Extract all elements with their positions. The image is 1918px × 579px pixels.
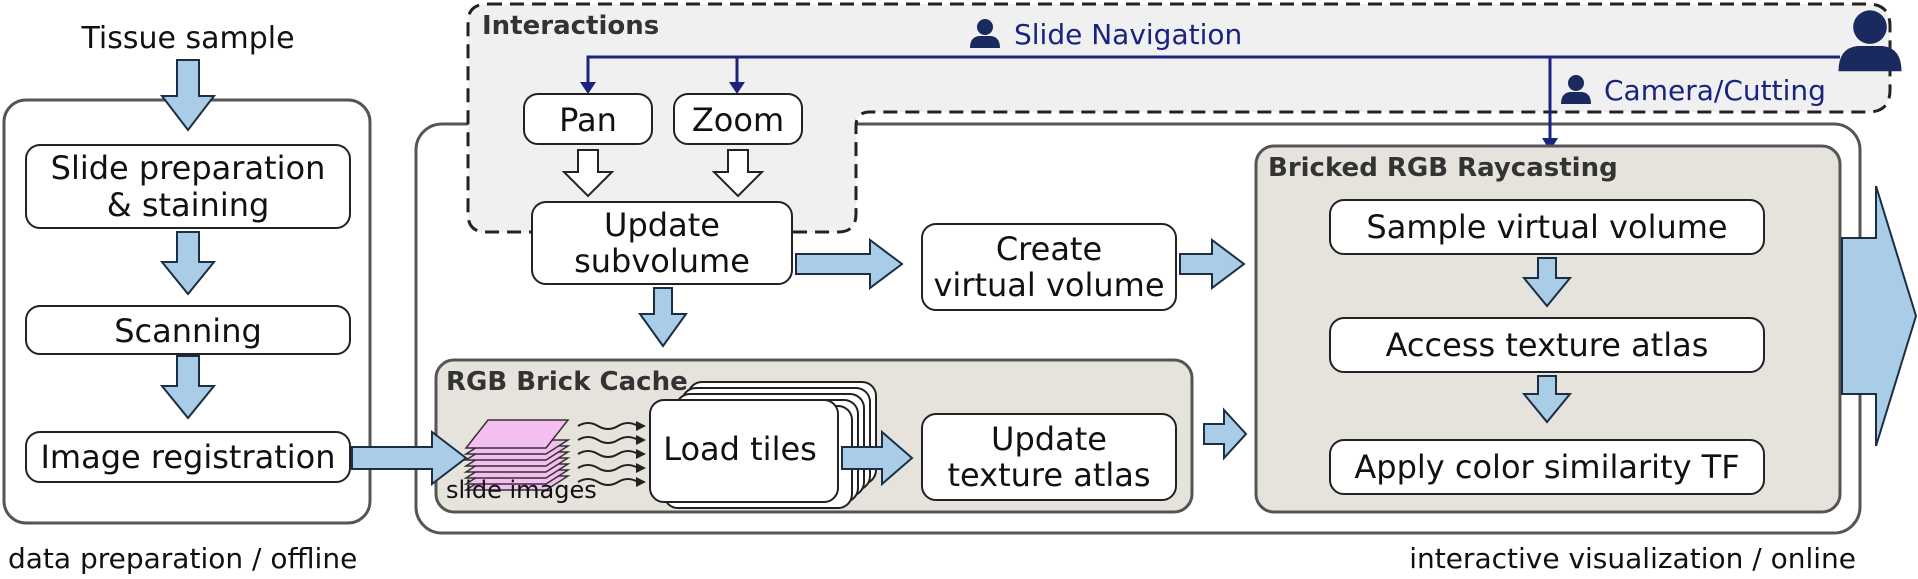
arrow-sample-to-access	[1521, 257, 1573, 308]
box-zoom	[673, 93, 803, 145]
zoom-label: Zoom	[692, 101, 784, 139]
apply-color-similarity-label: Apply color similarity TF	[1354, 448, 1739, 486]
tile-stream-arrowheads	[636, 421, 646, 487]
box-slide-preparation	[25, 144, 351, 229]
camera-cutting-label: Camera/Cutting	[1604, 74, 1826, 107]
box-pan	[523, 93, 653, 145]
load-tiles-label: Load tiles	[663, 430, 817, 468]
slide-navigation-label: Slide Navigation	[1014, 18, 1242, 51]
arrow-access-to-apply	[1521, 375, 1573, 424]
update-subvolume-line2: subvolume	[574, 242, 750, 280]
slide-navigation-line	[586, 55, 1840, 84]
create-virtual-volume-line1: Create	[996, 230, 1102, 268]
arrow-cache-to-raycasting	[1203, 407, 1248, 461]
slide-preparation-line2: & staining	[107, 186, 270, 224]
output-arrow	[1841, 185, 1918, 447]
update-subvolume-line1: Update	[604, 206, 720, 244]
box-image-registration	[25, 431, 351, 483]
arrow-load-to-atlas	[841, 429, 914, 487]
nav-arrowhead-pan	[580, 82, 596, 94]
interactions-title: Interactions	[482, 11, 659, 41]
box-create-virtual-volume	[921, 223, 1177, 311]
arrow-tissue-to-prep	[159, 59, 217, 132]
raycasting-title: Bricked RGB Raycasting	[1268, 153, 1618, 183]
interactions-region	[466, 2, 1892, 234]
arrow-scanning-to-registration	[159, 355, 217, 420]
scanning-label: Scanning	[114, 312, 262, 350]
box-access-texture-atlas	[1329, 317, 1765, 373]
load-tiles-stack	[649, 381, 877, 509]
arrow-prep-to-scanning	[159, 231, 217, 296]
access-texture-atlas-label: Access texture atlas	[1386, 326, 1709, 364]
box-sample-virtual-volume	[1329, 199, 1765, 255]
update-texture-atlas-line1: Update	[991, 420, 1107, 458]
box-update-subvolume	[531, 201, 793, 285]
slide-preparation-line1: Slide preparation	[51, 149, 326, 187]
box-scanning	[25, 305, 351, 355]
box-apply-color-similarity	[1329, 439, 1765, 495]
online-caption: interactive visualization / online	[1409, 542, 1856, 575]
arrow-registration-to-cache	[351, 429, 468, 487]
update-texture-atlas-line2: texture atlas	[947, 456, 1150, 494]
box-update-texture-atlas	[921, 413, 1177, 501]
tissue-sample-label: Tissue sample	[80, 21, 294, 56]
nav-arrowhead-zoom	[729, 82, 745, 94]
slide-images-stack	[463, 419, 571, 491]
arrow-update-to-cache	[638, 287, 688, 348]
arrow-pan-to-update	[561, 149, 615, 198]
arrow-create-to-raycasting	[1179, 238, 1246, 290]
arrow-zoom-to-update	[711, 149, 765, 198]
slide-images-label: slide images	[446, 476, 597, 504]
brick-cache-title: RGB Brick Cache	[446, 367, 688, 397]
create-virtual-volume-line2: virtual volume	[933, 266, 1164, 304]
pan-label: Pan	[559, 101, 617, 139]
arrow-update-to-create	[795, 238, 904, 290]
tile-stream-lines	[577, 422, 639, 486]
offline-caption: data preparation / offline	[8, 542, 357, 575]
sample-virtual-volume-label: Sample virtual volume	[1366, 208, 1727, 246]
image-registration-label: Image registration	[40, 438, 335, 476]
